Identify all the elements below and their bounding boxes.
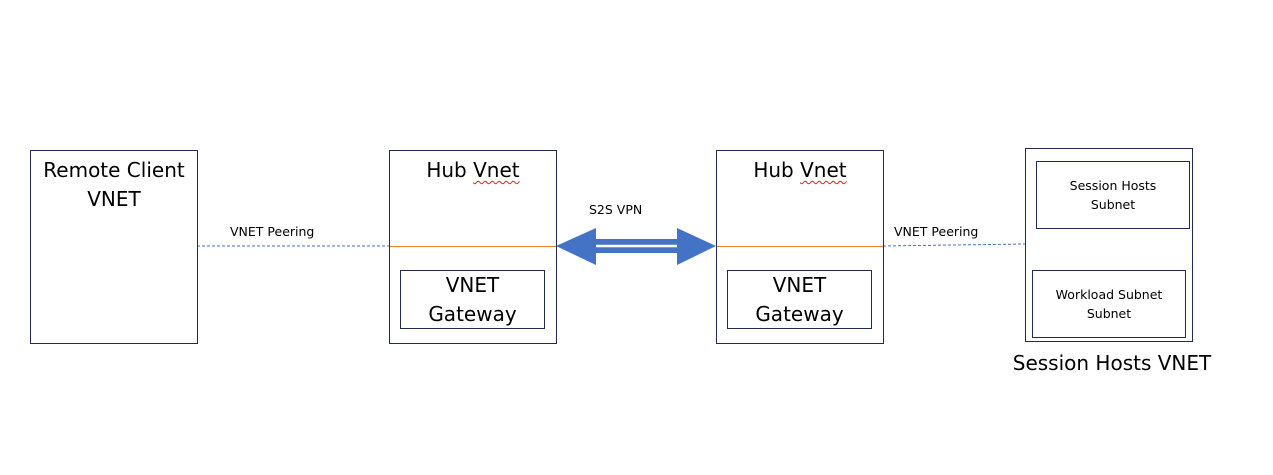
subnet2-line2: Subnet xyxy=(1086,306,1132,321)
workload-subnet: Workload Subnet Subnet xyxy=(1032,270,1186,338)
hub-vnet-right-box: Hub Vnet VNET Gateway xyxy=(716,150,884,344)
remote-client-vnet-box: Remote Client VNET xyxy=(30,150,198,344)
remote-client-line2: VNET xyxy=(87,187,141,211)
vnet-word: Vnet xyxy=(473,158,520,182)
session-hosts-subnet: Session Hosts Subnet xyxy=(1036,161,1190,229)
vnet-gateway-left: VNET Gateway xyxy=(400,270,545,329)
remote-client-line1: Remote Client xyxy=(43,158,185,182)
vnet-peering-label-right: VNET Peering xyxy=(894,224,979,239)
hub-word: Hub xyxy=(426,158,467,182)
remote-client-label: Remote Client VNET xyxy=(31,156,197,214)
gateway-line1: VNET xyxy=(445,273,500,297)
subnet1-line2: Subnet xyxy=(1090,197,1136,212)
session-hosts-vnet-box: Session Hosts Subnet Workload Subnet Sub… xyxy=(1025,148,1193,342)
vnet-word: Vnet xyxy=(800,158,847,182)
hub-line xyxy=(717,246,883,247)
gateway-line1: VNET xyxy=(772,273,827,297)
hub-vnet-left-title: Hub Vnet xyxy=(390,156,556,185)
hub-vnet-left-box: Hub Vnet VNET Gateway xyxy=(389,150,557,344)
gateway-line2: Gateway xyxy=(755,302,844,326)
hub-line xyxy=(390,246,556,247)
vnet-gateway-right: VNET Gateway xyxy=(727,270,872,329)
peering-line-right xyxy=(882,243,1026,247)
subnet1-line1: Session Hosts xyxy=(1069,178,1157,193)
vnet-peering-label-left: VNET Peering xyxy=(230,224,315,239)
hub-word: Hub xyxy=(753,158,794,182)
gateway-line2: Gateway xyxy=(428,302,517,326)
hub-vnet-right-title: Hub Vnet xyxy=(717,156,883,185)
session-hosts-vnet-label: Session Hosts VNET xyxy=(1012,351,1212,375)
s2s-vpn-label: S2S VPN xyxy=(589,202,643,217)
subnet2-line1: Workload Subnet xyxy=(1055,287,1163,302)
